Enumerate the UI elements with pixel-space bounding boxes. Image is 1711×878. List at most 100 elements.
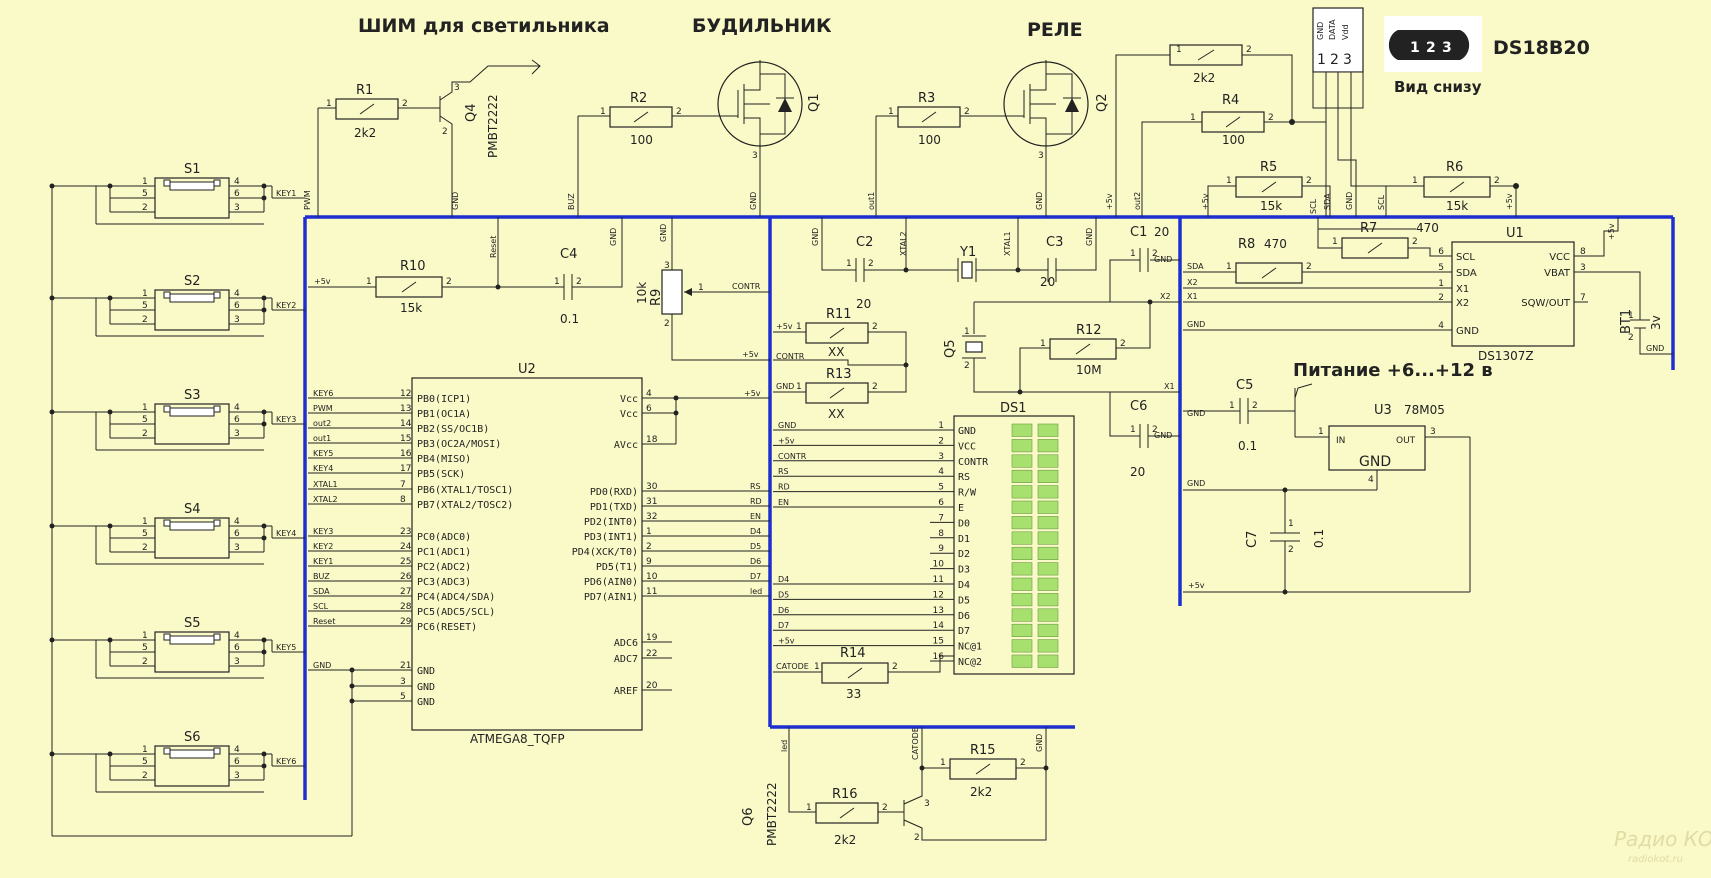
svg-text:PD2(INT0): PD2(INT0) [584,517,638,528]
svg-text:D0: D0 [958,518,970,529]
svg-text:3: 3 [234,203,240,213]
svg-text:15: 15 [400,434,411,444]
r2-ref: R2 [630,91,647,106]
svg-text:PD5(T1): PD5(T1) [596,562,638,573]
q4-value: PMBT2222 [486,94,500,158]
svg-text:PC2(ADC2): PC2(ADC2) [417,562,471,573]
net-xtal1: XTAL1 [1003,231,1012,256]
switch-key-label: KEY1 [276,189,296,198]
c1-ref: C1 [1130,225,1147,240]
watermark-logo: Радио КОТ [1614,827,1711,851]
svg-text:5: 5 [142,189,148,199]
svg-text:XTAL2: XTAL2 [313,495,338,504]
sensor-pin-gnd: GND [1316,22,1325,40]
net-out2: out2 [1133,192,1142,210]
r1-ref: R1 [356,83,373,98]
c4-pin-2: 2 [576,277,582,287]
svg-text:6: 6 [234,189,240,199]
r11-value: XX [828,345,844,359]
net-5v-r11: +5v [776,322,793,331]
svg-text:6: 6 [234,757,240,767]
u2-ref: U2 [518,362,536,377]
svg-text:Vcc: Vcc [620,409,638,420]
svg-text:5: 5 [400,692,406,702]
svg-text:PC0(ADC0): PC0(ADC0) [417,532,471,543]
svg-text:11: 11 [646,587,657,597]
svg-text:ADC6: ADC6 [614,638,638,649]
svg-text:21: 21 [400,661,411,671]
title-power: Питание +6...+12 в [1293,360,1493,381]
r14-pin-2: 2 [892,662,898,672]
c5-value: 0.1 [1238,439,1257,453]
svg-text:31: 31 [646,497,657,507]
net-led: led [780,740,789,752]
svg-text:PB5(SCK): PB5(SCK) [417,469,465,480]
net-gnd-c4: GND [609,228,618,246]
r9-ref: R9 [649,289,664,306]
svg-text:6: 6 [234,643,240,653]
svg-text:GND: GND [417,697,435,708]
net-reset: Reset [489,236,498,258]
svg-text:KEY2: KEY2 [313,542,333,551]
switch-key-label: KEY3 [276,415,296,424]
r14-value: 33 [846,687,861,701]
switch-ref: S6 [184,730,201,745]
svg-text:VCC: VCC [958,441,976,452]
svg-text:SCL: SCL [1456,252,1475,263]
r3-value: 100 [918,133,941,147]
svg-text:D1: D1 [958,534,970,545]
r10-ref: R10 [400,259,426,274]
svg-text:19: 19 [646,633,658,643]
svg-text:PB1(OC1A): PB1(OC1A) [417,409,471,420]
net-catode: CATODE [776,662,809,671]
sensor-num-3: 3 [1343,52,1352,68]
svg-text:24: 24 [400,542,412,552]
c2-pin-2: 2 [868,259,874,269]
svg-text:KEY4: KEY4 [313,464,333,473]
c3-value: 20 [1040,275,1055,289]
q6-pin-2: 2 [914,833,920,843]
r6-pin-2: 2 [1494,176,1500,186]
q2-relay-mosfet: R3 100 1 2 Q2 3 out1 GND [867,60,1110,217]
net-5v-r6: +5v [1505,193,1514,210]
r13-pin-2: 2 [872,382,878,392]
net-x1-crystal: X1 [1164,382,1175,391]
svg-text:out2: out2 [313,419,331,428]
svg-text:R/W: R/W [958,488,977,499]
u2-value: ATMEGA8_TQFP [470,732,565,746]
svg-text:8: 8 [938,529,944,539]
svg-text:VBAT: VBAT [1544,268,1571,279]
svg-text:1: 1 [142,403,148,413]
c2-ref: C2 [856,235,873,250]
sensor-pin-vdd: Vdd [1341,24,1350,40]
svg-text:15: 15 [933,637,944,647]
svg-text:9: 9 [938,544,944,554]
svg-text:PB6(XTAL1/TOSC1): PB6(XTAL1/TOSC1) [417,485,513,496]
q4-pwm-transistor: R1 2k2 1 2 Q4 PMBT2222 3 2 PWM GND [303,59,541,217]
r13-pin-1: 1 [796,382,802,392]
svg-text:2: 2 [142,771,148,781]
u1-value: DS1307Z [1478,349,1534,363]
svg-text:D5: D5 [778,590,789,599]
svg-text:RS: RS [778,467,789,476]
svg-text:7: 7 [1580,293,1586,303]
title-relay: РЕЛЕ [1027,19,1083,41]
svg-text:KEY6: KEY6 [313,389,333,398]
r9-pin-2: 2 [664,319,670,329]
q4-ref: Q4 [464,103,479,122]
q1-ref: Q1 [807,93,822,112]
c4-pin-1: 1 [554,277,560,287]
svg-text:1: 1 [142,289,148,299]
bottom-pin-2: 2 [1426,40,1436,56]
net-contr-r11: CONTR [776,352,805,361]
r13-value: XX [828,407,844,421]
r14-ref: R14 [840,646,866,661]
svg-text:29: 29 [400,617,412,627]
net-sda-u1: SDA [1187,262,1204,271]
q6-ref: Q6 [741,807,756,826]
mcu-crystal-section: C2 20 1 2 Y1 C3 20 GND XTAL2 XTAL1 GND [811,217,1097,311]
u3-value: 78M05 [1404,403,1445,417]
r11-ref: R11 [826,307,852,322]
svg-text:28: 28 [400,602,412,612]
q5-pin-2: 2 [964,361,970,371]
